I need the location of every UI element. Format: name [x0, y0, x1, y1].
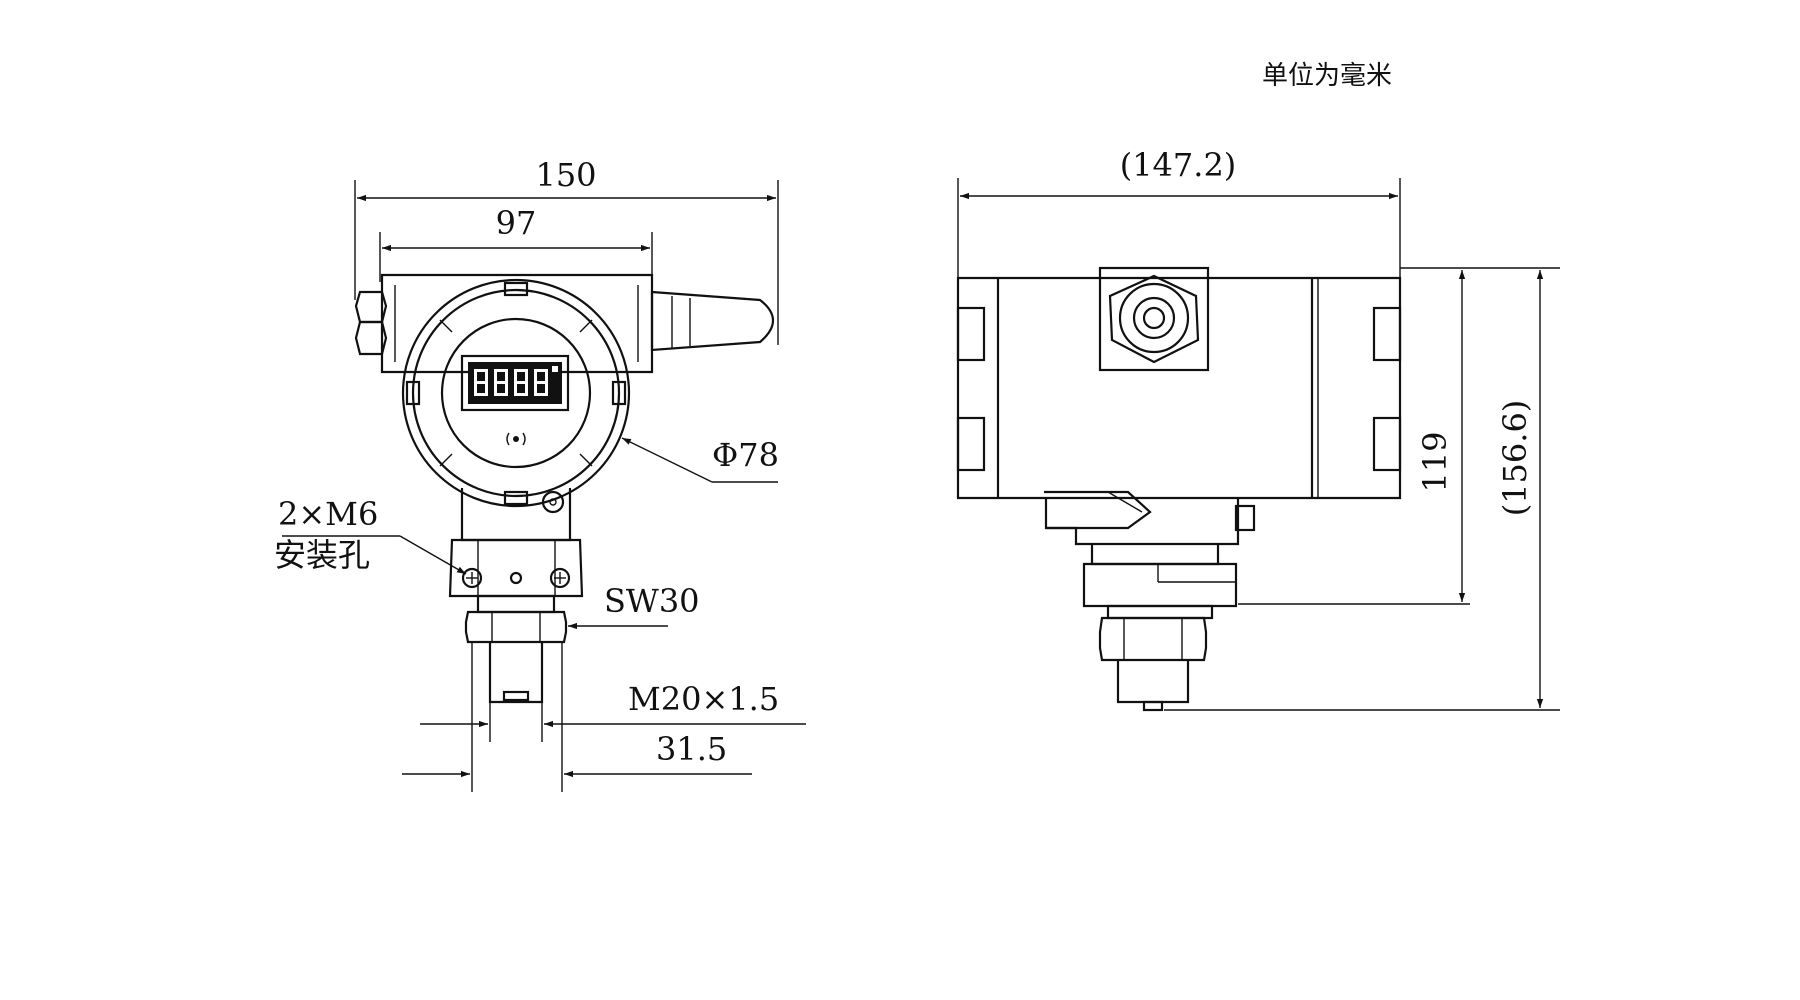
- units-note: 单位为毫米: [1262, 61, 1392, 91]
- right-cap-tab-upper: [1372, 306, 1402, 362]
- dim-overall-width: 150: [535, 156, 596, 194]
- wireless-signal-icon: [506, 432, 526, 446]
- mounting-hole-right: [549, 567, 571, 589]
- side-bracket: [1082, 562, 1238, 608]
- dim-thread-width: 31.5: [656, 730, 727, 768]
- lcd-frame: [460, 354, 570, 412]
- side-hex-nut: [1098, 616, 1208, 662]
- side-gland-hex: [1108, 274, 1200, 364]
- side-view: (147.2): [956, 146, 1560, 712]
- housing-body: [380, 273, 654, 374]
- side-housing: [956, 276, 1402, 500]
- front-view: 150 97: [274, 156, 806, 792]
- dim-overall-height: (156.6): [1496, 400, 1534, 517]
- antenna: [650, 290, 775, 352]
- dim-overall-length: (147.2): [1120, 146, 1237, 184]
- cover-outer-ring: [401, 278, 631, 508]
- mounting-holes-spec: 2×M6: [278, 495, 378, 533]
- window-ring: [440, 317, 592, 469]
- dim-diameter: Φ78: [712, 436, 779, 474]
- cover-inner-ring: [411, 288, 621, 498]
- hex-nut-sw30: [464, 610, 568, 644]
- dim-body-width: 97: [496, 204, 537, 242]
- side-pressure-port: [1116, 660, 1190, 704]
- left-cap-tab-lower: [956, 416, 986, 472]
- dim-thread: M20×1.5: [628, 680, 779, 718]
- dim-wrench-size: SW30: [604, 582, 700, 620]
- lcd-digits: [474, 366, 558, 396]
- mounting-holes-label: 安装孔: [274, 536, 370, 574]
- side-connector: [1044, 498, 1240, 546]
- left-cap-tab-upper: [956, 306, 986, 362]
- right-cap-tab-lower: [1372, 416, 1402, 472]
- side-gland-plate: [1098, 266, 1210, 372]
- dim-height-to-flats: 119: [1416, 431, 1454, 492]
- connector-block: [448, 538, 584, 598]
- mounting-hole-left: [461, 567, 483, 589]
- pressure-port: [488, 642, 544, 704]
